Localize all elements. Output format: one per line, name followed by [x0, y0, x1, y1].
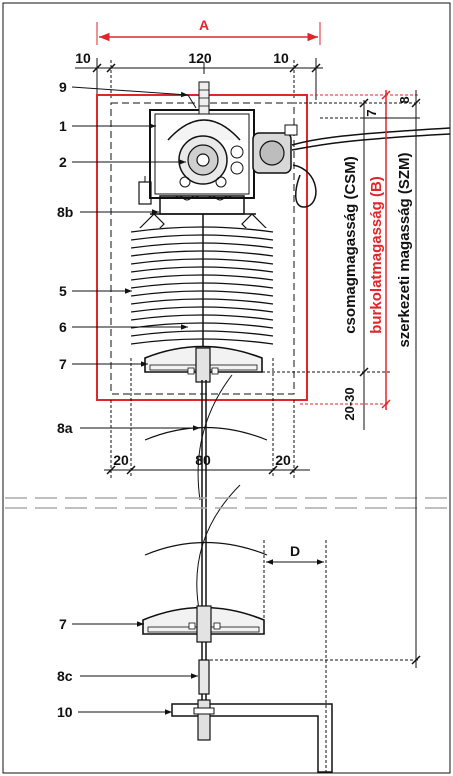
dim-offset-7: 7	[364, 109, 379, 116]
label-csm: csomagmagasság (CSM)	[342, 156, 359, 334]
dimension-d: D	[263, 540, 327, 772]
dim-bottom-right: 20	[275, 452, 291, 468]
bottom-rail-upper	[144, 345, 263, 383]
dim-a-label: A	[199, 17, 209, 33]
dim-d-label: D	[290, 543, 300, 559]
callout-5: 5	[59, 283, 67, 299]
floor-bracket	[171, 699, 333, 773]
dim-offset-8: 8	[397, 96, 412, 103]
bottom-dimension-chain: 20 80 20	[104, 358, 310, 478]
callout-2: 2	[59, 154, 67, 170]
dimension-a: A	[96, 17, 321, 45]
callout-6: 6	[59, 319, 67, 335]
label-b: burkolatmagasság (B)	[368, 176, 385, 334]
callout-7-upper: 7	[59, 356, 67, 372]
slat-stack	[130, 214, 274, 352]
dim-clearance: 20-30	[342, 387, 357, 420]
dim-top-mid: 120	[188, 50, 212, 66]
label-szm: szerkezeti magasság (SZM)	[396, 152, 413, 347]
tensioner-8c	[198, 659, 210, 695]
dim-bottom-left: 20	[113, 452, 129, 468]
callout-7-lower: 7	[59, 616, 67, 632]
dim-top-right: 10	[273, 50, 289, 66]
head-rail-assembly	[138, 81, 451, 239]
callouts: 9 1 2 8b 5 6 7 8a 7 8c 10	[57, 79, 200, 720]
vertical-dimensions: 7 8 20-30 csomagmagasság (CSM) burkolatm…	[210, 90, 421, 668]
callout-8c: 8c	[57, 668, 73, 684]
callout-10: 10	[57, 704, 73, 720]
bottom-rail-lower	[142, 605, 265, 643]
dim-bottom-mid: 80	[195, 452, 211, 468]
callout-1: 1	[59, 118, 67, 134]
callout-9: 9	[59, 79, 67, 95]
callout-8a: 8a	[57, 420, 73, 436]
dim-top-left: 10	[75, 50, 91, 66]
callout-8b: 8b	[57, 204, 73, 220]
top-dimension-chain: 10 120 10	[75, 50, 323, 100]
